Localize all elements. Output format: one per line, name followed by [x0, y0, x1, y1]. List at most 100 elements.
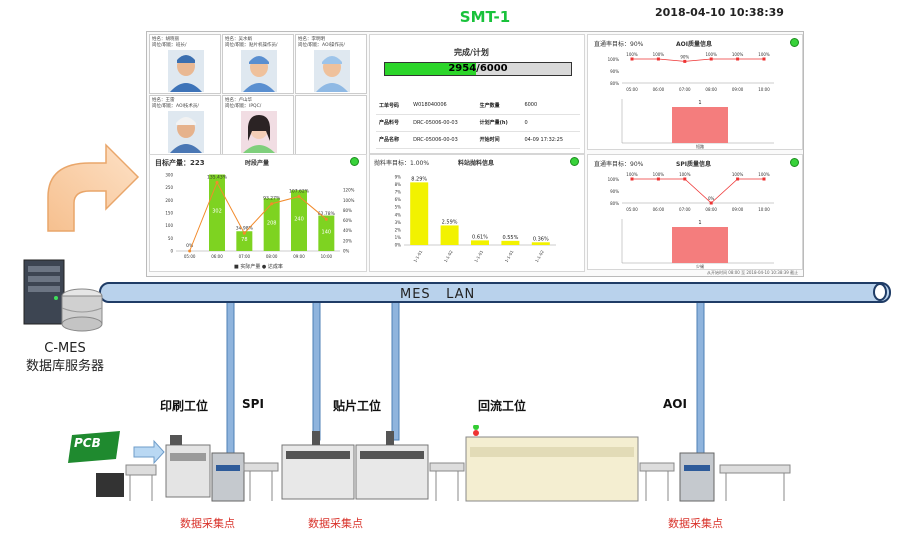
- x-tick-label: 1-1-01: [473, 249, 484, 263]
- bar: [531, 242, 550, 245]
- bar: [291, 190, 307, 251]
- bar: [410, 182, 429, 245]
- y2-tick-label: 60%: [343, 218, 352, 223]
- y-tick-label: 1%: [395, 235, 402, 240]
- data-point: [762, 57, 766, 61]
- series-line: [189, 181, 327, 252]
- collect-point-label: 数据采集点: [180, 517, 235, 530]
- data-point: [762, 177, 766, 181]
- x-tick-label: 09:00: [293, 254, 305, 259]
- data-point: [656, 177, 660, 181]
- x-tick-label: 1-1-01: [412, 249, 423, 263]
- x-tick-label: 06:00: [211, 254, 223, 259]
- station-spi-label: SPI: [242, 397, 264, 411]
- data-label: 1: [698, 220, 701, 226]
- operator-photo: [168, 111, 204, 153]
- data-label: 0%: [708, 196, 715, 201]
- status-dot-icon: [350, 157, 359, 166]
- data-label: 100%: [732, 172, 744, 177]
- rate-label: 107.62%: [289, 188, 310, 194]
- completion-bar: 2954/6000: [384, 62, 572, 76]
- y-tick-label: 100: [165, 223, 173, 228]
- data-label: 100%: [653, 52, 665, 57]
- operator-card: 姓名：李明明岗位/职能：AOI操作员/: [295, 34, 367, 94]
- y-tick-label: 250: [165, 185, 173, 190]
- y-tick-label: 5%: [395, 205, 402, 210]
- data-point: [324, 217, 328, 221]
- y-tick-label: 6%: [395, 197, 402, 202]
- rate-label: 34.98%: [236, 225, 254, 231]
- y-tick-label: 90%: [610, 189, 619, 194]
- x-tick-label: 08:00: [705, 207, 717, 212]
- data-point: [736, 177, 740, 181]
- hourly-title: 时段产量: [245, 160, 270, 167]
- y-tick-label: 100%: [608, 177, 620, 182]
- pcb-label: PCB: [74, 436, 101, 450]
- data-label: 0.61%: [472, 234, 488, 240]
- data-point: [683, 177, 687, 181]
- data-label: 100%: [758, 172, 770, 177]
- material-chart: 0%1%2%3%4%5%6%7%8%9%8.29%1-1-012.59%1-1-…: [395, 175, 556, 263]
- footer-note: 从开始时间 08:00 至 2018-04-10 10:38:39 截止: [707, 270, 799, 275]
- arrow-icon: [133, 439, 165, 465]
- y2-tick-label: 80%: [343, 208, 352, 213]
- data-point: [709, 201, 713, 205]
- x-tick-label: 少锡: [696, 263, 704, 269]
- curved-arrow-icon: [47, 143, 140, 232]
- y-tick-label: 100%: [608, 57, 620, 62]
- collect-point-label: 数据采集点: [308, 517, 363, 530]
- material-panel: 抛料率目标：1.00% 料站抛料信息 0%1%2%3%4%5%6%7%8%9%8…: [369, 154, 585, 272]
- rate-label: 135.43%: [207, 174, 228, 180]
- x-tick-label: 07:00: [679, 87, 691, 92]
- bar: [672, 227, 728, 263]
- aoi-charts: 100%90%80%100%05:00100%06:0090%07:00100%…: [608, 52, 774, 149]
- y-tick-label: 90%: [610, 69, 619, 74]
- operator-card-empty: [295, 95, 367, 155]
- data-label: 140: [322, 229, 332, 235]
- status-dot-icon: [570, 157, 579, 166]
- data-label: 302: [212, 209, 222, 215]
- operator-photo: [314, 50, 350, 92]
- data-label: 2.59%: [442, 219, 458, 225]
- y-tick-label: 80%: [610, 201, 619, 206]
- bar: [672, 107, 728, 143]
- data-point: [270, 202, 274, 206]
- operator-photo: [168, 50, 204, 92]
- spi-charts: 100%90%80%100%05:00100%06:00100%07:000%0…: [608, 172, 774, 269]
- data-point: [297, 194, 301, 198]
- data-label: 100%: [626, 52, 638, 57]
- y-tick-label: 2%: [395, 227, 402, 232]
- dashboard: 姓名：胡晓丽岗位/职能：班长/ 姓名：吴水娟岗位/职能：贴片机操作员/ 姓名：李…: [146, 31, 804, 277]
- x-tick-label: 1-1-01: [504, 249, 515, 263]
- data-point: [215, 180, 219, 184]
- rate-label: 0%: [186, 243, 194, 249]
- collect-point-label: 数据采集点: [668, 517, 723, 530]
- x-tick-label: 05:00: [184, 254, 196, 259]
- operator-card: 姓名：胡晓丽岗位/职能：班长/: [149, 34, 221, 94]
- y2-tick-label: 0%: [343, 249, 350, 254]
- y-tick-label: 7%: [395, 190, 402, 195]
- rate-label: 62.78%: [318, 211, 336, 217]
- y-tick-label: 9%: [395, 175, 402, 180]
- station-print-label: 印刷工位: [160, 399, 209, 413]
- data-point: [630, 57, 634, 61]
- y-tick-label: 200: [165, 198, 173, 203]
- bar: [440, 225, 459, 245]
- y-tick-label: 8%: [395, 182, 402, 187]
- pcb-badge: [68, 431, 120, 463]
- hourly-target: 目标产量：223: [155, 159, 205, 167]
- series-line: [632, 58, 764, 62]
- operator-photo: [241, 50, 277, 92]
- x-tick-label: 10:00: [321, 254, 333, 259]
- data-label: 240: [294, 217, 304, 223]
- x-tick-label: 07:00: [679, 207, 691, 212]
- status-dot-icon: [790, 38, 799, 47]
- y2-tick-label: 100%: [343, 198, 355, 203]
- completion-title: 完成/计划: [454, 48, 489, 57]
- y2-tick-label: 20%: [343, 238, 352, 243]
